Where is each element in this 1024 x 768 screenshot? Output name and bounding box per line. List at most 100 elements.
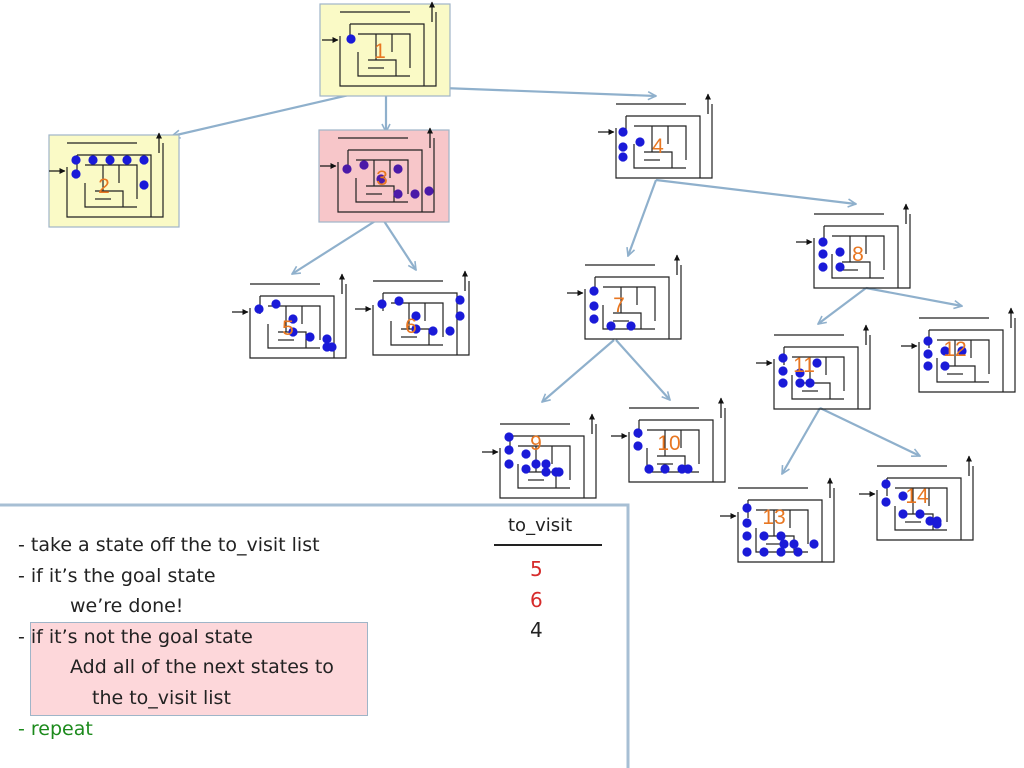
maze-wall	[510, 435, 585, 498]
path-dot	[139, 180, 149, 190]
step-take-state: - take a state off the to_visit list	[18, 534, 320, 556]
path-dot	[541, 467, 551, 477]
maze-wall	[626, 115, 701, 178]
path-dot	[742, 518, 752, 528]
path-dot	[778, 366, 788, 376]
maze-wall	[832, 235, 885, 270]
path-dot	[805, 378, 815, 388]
maze-wall	[350, 23, 425, 86]
highlight-box	[319, 3, 451, 97]
path-dot	[445, 326, 455, 336]
state-number-label: 2	[98, 175, 110, 198]
maze-wall	[366, 185, 395, 202]
maze-wall	[77, 154, 152, 217]
path-dot	[660, 464, 670, 474]
maze-wall	[584, 265, 682, 340]
state-number-label: 9	[530, 432, 542, 455]
path-dot	[428, 326, 438, 336]
path-dot	[925, 516, 935, 526]
maze-wall	[791, 375, 844, 400]
to-visit-item: 5	[530, 557, 543, 581]
highlight-box	[48, 134, 180, 228]
path-dot	[881, 479, 891, 489]
path-dot	[683, 464, 693, 474]
to-visit-underline	[494, 544, 602, 546]
path-dot	[776, 531, 786, 541]
to-visit-list: 5 6 4	[530, 554, 560, 646]
path-dot	[504, 445, 514, 455]
maze-wall	[95, 190, 124, 207]
tree-edge-arrow	[292, 217, 381, 274]
path-dot	[410, 189, 420, 199]
path-dot	[254, 304, 264, 314]
path-dot	[424, 186, 434, 196]
state-node-14: 14	[859, 455, 974, 541]
maze-wall	[756, 509, 809, 544]
maze-wall	[737, 488, 835, 563]
maze-wall	[784, 346, 859, 409]
maze-wall	[267, 324, 320, 349]
path-dot	[778, 353, 788, 363]
tree-edge-arrow	[381, 217, 416, 270]
algorithm-steps: - take a state off the to_visit list - i…	[18, 530, 334, 744]
maze-wall	[339, 12, 437, 87]
state-number-label: 7	[613, 294, 625, 317]
step-to-visit-list: the to_visit list	[92, 686, 231, 709]
state-node-9: 9	[482, 413, 597, 499]
state-number-label: 6	[405, 315, 417, 338]
path-dot	[633, 428, 643, 438]
path-dot	[71, 169, 81, 179]
state-node-10: 10	[611, 397, 726, 483]
path-dot	[521, 449, 531, 459]
path-dot	[742, 503, 752, 513]
maze-wall	[518, 445, 571, 480]
path-dot	[139, 155, 149, 165]
path-dot	[789, 539, 799, 549]
state-number-label: 13	[762, 506, 785, 529]
path-dot	[818, 249, 828, 259]
maze-wall	[602, 305, 655, 330]
path-dot	[809, 539, 819, 549]
maze-wall	[84, 183, 137, 208]
maze-wall	[929, 329, 1004, 392]
maze-wall	[831, 254, 884, 279]
state-number-label: 3	[376, 167, 388, 190]
tree-edge-arrow	[628, 179, 658, 256]
step-done: we’re done!	[70, 595, 184, 618]
path-dot	[742, 531, 752, 541]
maze-wall	[356, 159, 409, 194]
maze-wall	[383, 292, 458, 355]
path-dot	[778, 378, 788, 388]
state-node-5: 5	[232, 273, 347, 359]
path-dot	[393, 164, 403, 174]
path-dot	[305, 332, 315, 342]
path-dot	[589, 301, 599, 311]
path-dot	[923, 349, 933, 359]
state-node-1: 1	[319, 1, 451, 97]
path-dot	[618, 142, 628, 152]
tree-edge-arrow	[865, 286, 962, 306]
maze-wall	[278, 331, 307, 348]
maze-wall	[824, 225, 899, 288]
maze-wall	[628, 408, 726, 483]
path-dot	[812, 358, 822, 368]
path-dot	[504, 432, 514, 442]
maze-wall	[895, 487, 948, 522]
tree-edge-arrow	[655, 178, 856, 204]
step-if-not-goal: - if it’s not the goal state	[18, 625, 253, 648]
path-dot	[271, 299, 281, 309]
path-dot	[455, 295, 465, 305]
state-node-8: 8	[796, 203, 911, 289]
maze-wall	[499, 424, 597, 499]
state-node-13: 13	[720, 477, 835, 563]
path-dot	[606, 321, 616, 331]
maze-wall	[918, 318, 1016, 393]
state-number-label: 10	[657, 432, 680, 455]
maze-wall	[358, 33, 411, 68]
path-dot	[957, 346, 967, 356]
step-if-goal: - if it’s the goal state	[18, 564, 216, 587]
maze-wall	[634, 125, 687, 160]
maze-wall	[647, 429, 700, 464]
maze-wall	[368, 59, 397, 76]
path-dot	[759, 547, 769, 557]
